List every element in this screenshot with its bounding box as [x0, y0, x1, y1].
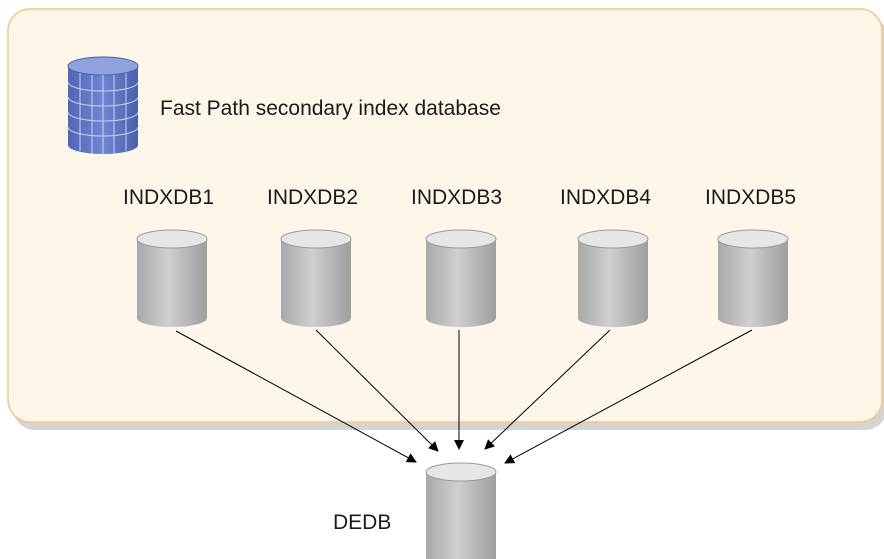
indxdb4-label: INDXDB4 — [560, 186, 652, 209]
cylinder-indxdb3 — [425, 229, 497, 327]
dedb-label: DEDB — [333, 511, 392, 534]
arrow-indxdb1-to-dedb — [175, 330, 417, 463]
arrow-indxdb4-to-dedb — [484, 329, 611, 450]
arrow-indxdb2-to-dedb — [315, 329, 439, 452]
arrow-indxdb5-to-dedb — [504, 329, 753, 464]
cylinder-indxdb4 — [577, 229, 649, 327]
indxdb3-label: INDXDB3 — [411, 186, 503, 209]
indxdb1-label: INDXDB1 — [123, 186, 215, 209]
legend-label: Fast Path secondary index database — [160, 97, 501, 120]
cylinder-indxdb2 — [280, 229, 352, 327]
cylinder-dedb — [425, 462, 497, 559]
indxdb2-label: INDXDB2 — [267, 186, 359, 209]
blue-grid-database-icon — [67, 56, 139, 154]
cylinder-indxdb1 — [136, 229, 208, 327]
cylinder-indxdb5 — [717, 229, 789, 327]
indxdb5-label: INDXDB5 — [705, 186, 797, 209]
index-panel — [7, 8, 883, 423]
